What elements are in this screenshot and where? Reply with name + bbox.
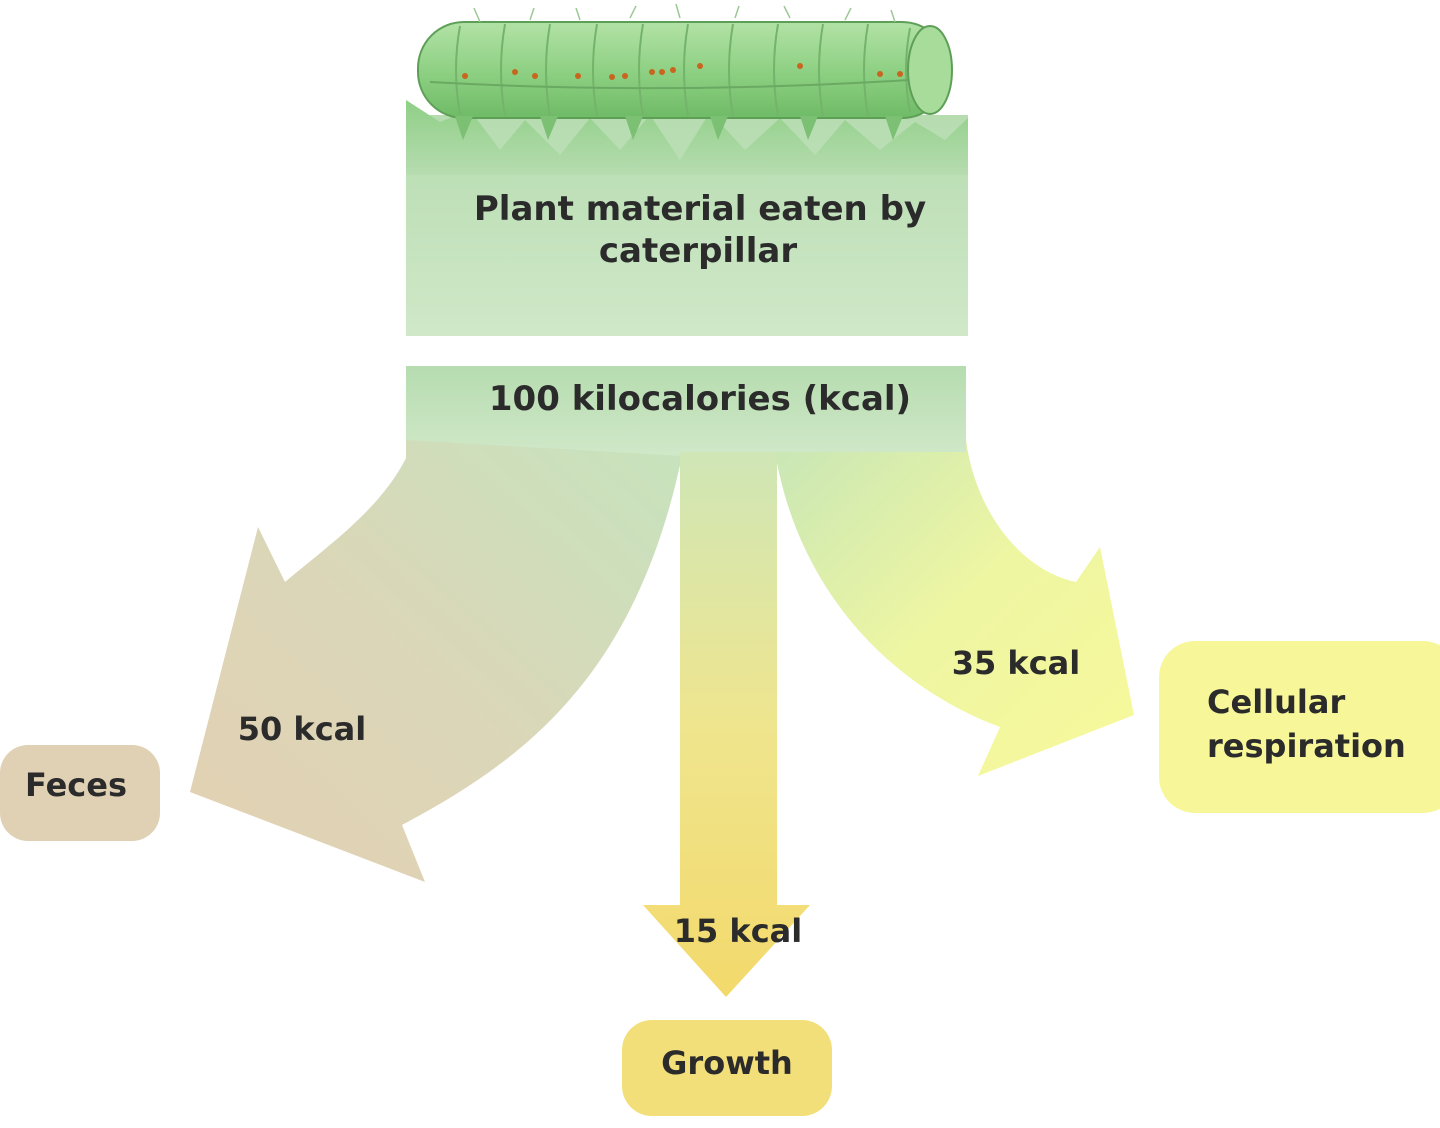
respiration-destination-line2: respiration <box>1207 727 1406 765</box>
caterpillar-icon <box>417 3 953 140</box>
growth-amount-label: 15 kcal <box>674 912 802 950</box>
growth-box <box>622 1020 832 1116</box>
leaf-edge <box>406 100 968 175</box>
growth-arrow <box>643 452 810 997</box>
feces-box <box>0 745 160 841</box>
feces-arrow <box>190 440 682 882</box>
respiration-amount-label: 35 kcal <box>952 644 1080 682</box>
respiration-arrow <box>775 440 1134 776</box>
feces-destination-label: Feces <box>25 766 127 804</box>
total-energy-label: 100 kilocalories (kcal) <box>489 379 911 419</box>
respiration-box <box>1159 641 1440 813</box>
respiration-destination-line1: Cellular <box>1207 683 1345 721</box>
growth-destination-label: Growth <box>661 1044 793 1082</box>
total-energy-band <box>406 366 966 456</box>
source-box-label-line1: Plant material eaten by <box>474 189 926 229</box>
source-box-label-line2: caterpillar <box>599 231 797 271</box>
feces-amount-label: 50 kcal <box>238 710 366 748</box>
